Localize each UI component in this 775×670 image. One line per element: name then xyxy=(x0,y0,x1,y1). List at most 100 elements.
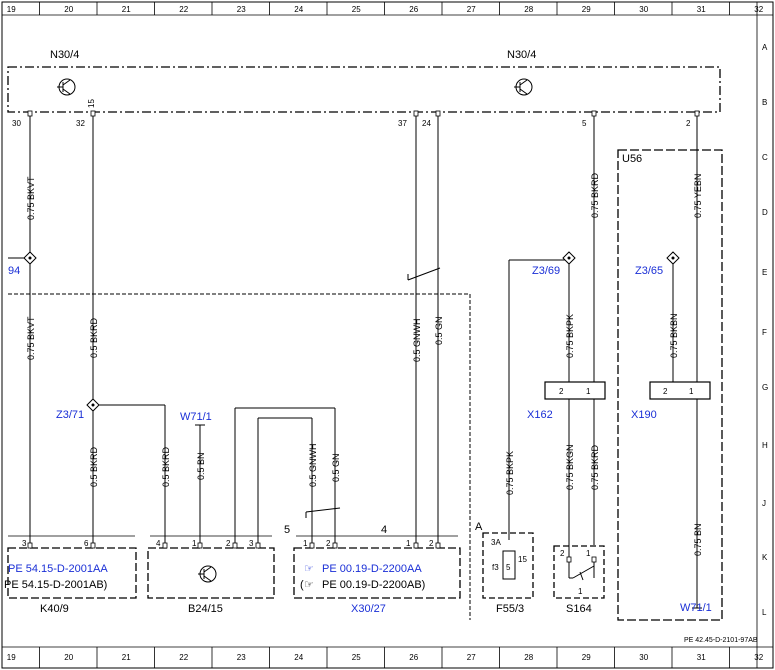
transistor-icon xyxy=(198,565,217,583)
group-a-label: A xyxy=(475,521,483,533)
x30-ref-paren: ( xyxy=(300,579,304,591)
svg-text:2: 2 xyxy=(429,539,434,548)
pin-30-label: 30 xyxy=(12,119,21,128)
f55-box xyxy=(482,532,534,599)
u56-label: U56 xyxy=(622,153,642,165)
s164-box xyxy=(553,545,605,599)
n30-left-label: N30/4 xyxy=(50,49,79,61)
column-label: 23 xyxy=(237,653,246,662)
row-label: A xyxy=(762,43,768,52)
column-label: 26 xyxy=(409,5,418,14)
s164-name: S164 xyxy=(566,603,592,615)
component-pins xyxy=(27,542,597,563)
wire-labels: 0.75 BKVT 0.75 BKVT 0.5 BKRD 0.5 BKRD 0.… xyxy=(26,172,703,556)
x30-ref-link-1[interactable]: PE 00.19-D-2200AA xyxy=(322,563,422,575)
row-label: L xyxy=(762,608,767,617)
wire-label: 0.5 GN xyxy=(434,316,444,345)
group-4-label: 4 xyxy=(381,524,387,536)
wire-label: 0.75 BKVT xyxy=(26,176,36,220)
connector-x190-label: X190 xyxy=(631,409,657,421)
column-label: 29 xyxy=(582,5,591,14)
pin-2-label: 2 xyxy=(686,119,691,128)
column-label: 28 xyxy=(524,5,533,14)
svg-text:1: 1 xyxy=(689,387,694,396)
fuse-icon xyxy=(502,550,516,580)
connector-z3-65-label: Z3/65 xyxy=(635,265,663,277)
wire-label: 0.5 BKRD xyxy=(89,317,99,358)
pin-37-label: 37 xyxy=(398,119,407,128)
splice-dots xyxy=(28,256,675,407)
column-label: 23 xyxy=(237,5,246,14)
group-5-label: 5 xyxy=(284,524,290,536)
row-label: G xyxy=(762,383,768,392)
pin-24-label: 24 xyxy=(422,119,431,128)
row-label: K xyxy=(762,553,768,562)
f55-fuse-number: 5 xyxy=(506,563,511,572)
x30-ref-link-2[interactable]: PE 00.19-D-2200AB) xyxy=(322,579,425,591)
transistor-icon xyxy=(57,78,76,96)
wire-label: 0.5 BKRD xyxy=(89,446,99,487)
connector-94-label: 94 xyxy=(8,265,20,277)
transistor-icon xyxy=(514,78,533,96)
column-label: 24 xyxy=(294,5,303,14)
x30-box xyxy=(293,547,461,599)
harness-boundary xyxy=(8,293,471,620)
connector-z3-69-label: Z3/69 xyxy=(532,265,560,277)
column-label: 28 xyxy=(524,653,533,662)
column-label: 31 xyxy=(697,653,706,662)
k40-box xyxy=(7,547,137,599)
column-label: 21 xyxy=(122,5,131,14)
connector-z3-71-label: Z3/71 xyxy=(56,409,84,421)
column-label: 21 xyxy=(122,653,131,662)
wire-label: 0.5 BKRD xyxy=(161,446,171,487)
document-code: PE 42.45-D-2101-97AB xyxy=(684,637,758,644)
wire-label: 0.75 BKRD xyxy=(590,444,600,490)
svg-text:2: 2 xyxy=(559,387,564,396)
f55-name: F55/3 xyxy=(496,603,524,615)
column-label: 20 xyxy=(64,653,73,662)
svg-text:4: 4 xyxy=(156,539,161,548)
svg-text:1: 1 xyxy=(192,539,197,548)
column-label: 27 xyxy=(467,5,476,14)
column-label: 26 xyxy=(409,653,418,662)
column-label: 22 xyxy=(179,5,188,14)
b24-box xyxy=(147,547,275,599)
svg-text:3: 3 xyxy=(249,539,254,548)
hand-pointer-icon: ☞ xyxy=(304,563,314,575)
svg-text:2: 2 xyxy=(663,387,668,396)
row-label: D xyxy=(762,208,768,217)
k40-ref-link-2[interactable]: PE 54.15-D-2001AB) xyxy=(4,579,107,591)
wire-label: 0.5 GN xyxy=(331,453,341,482)
k40-ref-link-1[interactable]: PE 54.15-D-2001AA xyxy=(8,563,108,575)
x30-name: X30/27 xyxy=(351,603,386,615)
svg-text:1: 1 xyxy=(586,549,591,558)
column-ticks xyxy=(39,2,730,668)
f55-pin-label: 3A xyxy=(491,538,501,547)
wire-label: 0.75 BKVT xyxy=(26,316,36,360)
column-label: 32 xyxy=(754,5,763,14)
column-label: 25 xyxy=(352,653,361,662)
pin-15-label: 15 xyxy=(87,99,96,108)
k40-name: K40/9 xyxy=(40,603,69,615)
column-label: 30 xyxy=(639,653,648,662)
wire-label: 0.75 BKPK xyxy=(565,314,575,358)
f55-rating: 15 xyxy=(518,555,527,564)
svg-text:3: 3 xyxy=(22,539,27,548)
column-label: 22 xyxy=(179,653,188,662)
svg-text:2: 2 xyxy=(560,549,565,558)
wire-label: 0.5 BN xyxy=(196,452,206,480)
wire-label: 0.75 BN xyxy=(693,523,703,556)
column-label: 25 xyxy=(352,5,361,14)
wire-label: 0.5 GNWH xyxy=(308,443,318,487)
column-label: 29 xyxy=(582,653,591,662)
n30-module-box xyxy=(7,66,721,113)
wire-label: 0.75 BKRD xyxy=(590,172,600,218)
column-label: 24 xyxy=(294,653,303,662)
column-label: 19 xyxy=(7,5,16,14)
